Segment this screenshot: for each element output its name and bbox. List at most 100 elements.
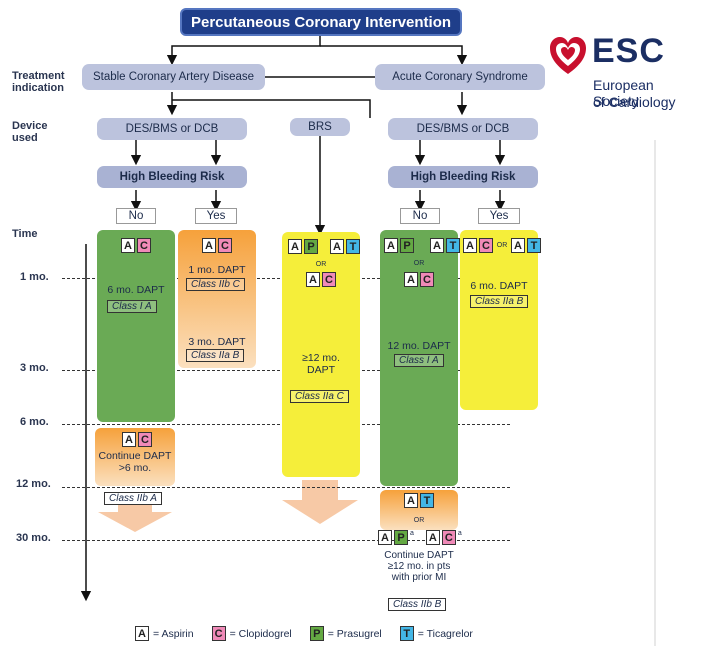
treatment-label-line1: Treatment	[12, 70, 65, 82]
treatment-indication-label: Treatment indication	[12, 70, 65, 94]
prasugrel-marker: P	[394, 530, 408, 545]
brs-duration-1: ≥12 mo.	[302, 352, 340, 364]
acs-no-duration: 12 mo. DAPT	[387, 340, 451, 352]
brs-box: A P A T OR A C ≥12 mo. DAPT Class IIa C	[282, 232, 360, 477]
answer-no-left: No	[116, 208, 156, 224]
legend-aspirin: A = Aspirin	[135, 626, 194, 641]
acs-continue-line2: ≥12 mo. in pts	[387, 561, 451, 572]
scad-continue-line2: >6 mo.	[118, 462, 152, 474]
legend-clopidogrel-swatch: C	[211, 626, 226, 641]
scad-continue-box: A C Continue DAPT >6 mo.	[95, 428, 175, 486]
acs-yes-duration: 6 mo. DAPT	[470, 280, 528, 292]
device-left-box: DES/BMS or DCB	[97, 118, 247, 140]
answer-yes-left: Yes	[195, 208, 237, 224]
time-line-12mo	[62, 487, 510, 488]
aspirin-marker: A	[202, 238, 216, 253]
aspirin-marker: A	[430, 238, 444, 253]
treatment-label-line2: indication	[12, 82, 64, 94]
aspirin-marker: A	[511, 238, 525, 253]
aspirin-marker: A	[306, 272, 320, 287]
legend-prasugrel: P = Prasugrel	[309, 626, 382, 641]
acs-continue-line1: Continue DAPT	[384, 550, 454, 561]
scad-yes-class-1: Class IIb C	[186, 278, 245, 291]
legend-ticagrelor-swatch: T	[399, 626, 414, 641]
esc-logo-short: ESC	[592, 32, 665, 70]
scad-no-duration: 6 mo. DAPT	[107, 284, 165, 296]
time-3mo: 3 mo.	[20, 362, 49, 374]
scad-no-box: A C 6 mo. DAPT Class I A	[97, 230, 175, 422]
legend-prasugrel-label: = Prasugrel	[327, 627, 382, 640]
esc-logo-line2: of Cardiology	[593, 94, 676, 110]
time-30mo: 30 mo.	[16, 532, 51, 544]
legend-aspirin-label: = Aspirin	[153, 627, 194, 640]
acs-no-box: A P A T OR A C 12 mo. DAPT Class I A	[380, 230, 460, 486]
clopidogrel-marker: C	[441, 530, 456, 545]
title-box: Percutaneous Coronary Intervention	[180, 8, 462, 36]
acs-yes-or: OR	[496, 241, 508, 249]
time-label: Time	[12, 228, 38, 240]
acs-yes-box: A C OR A T 6 mo. DAPT Class IIa B	[460, 230, 541, 410]
brs-class: Class IIa C	[290, 390, 349, 403]
acs-continue-or: OR	[413, 517, 425, 524]
clopidogrel-marker: C	[479, 238, 493, 253]
aspirin-marker: A	[384, 238, 398, 253]
aspirin-marker: A	[378, 530, 392, 545]
acs-continue-line3: with prior MI	[391, 572, 447, 583]
heart-icon	[550, 37, 586, 74]
aspirin-marker: A	[463, 238, 477, 253]
bleeding-risk-right: High Bleeding Risk	[388, 166, 538, 188]
brs-drugs-row2: A C	[306, 272, 336, 287]
scad-no-class: Class I A	[107, 300, 157, 313]
footnote-a: a	[457, 530, 462, 537]
footnote-a: a	[410, 530, 414, 537]
acs-no-drugs-row1: A P A T	[384, 238, 460, 253]
brs-or: OR	[315, 261, 327, 268]
clopidogrel-marker: C	[138, 432, 152, 447]
scad-yes-drugs: A C	[202, 238, 232, 253]
answer-no-right: No	[400, 208, 440, 224]
device-label-line1: Device	[12, 120, 48, 132]
legend-clopidogrel: C = Clopidogrel	[211, 626, 292, 641]
scad-continue-class: Class IIb A	[104, 492, 162, 505]
legend-prasugrel-swatch: P	[309, 626, 324, 641]
ticagrelor-marker: T	[420, 493, 434, 508]
device-right-box: DES/BMS or DCB	[388, 118, 538, 140]
device-brs-box: BRS	[290, 118, 350, 136]
prasugrel-marker: P	[304, 239, 318, 254]
aspirin-marker: A	[288, 239, 302, 254]
acs-yes-class: Class IIa B	[470, 295, 529, 308]
answer-yes-right: Yes	[478, 208, 520, 224]
clopidogrel-marker: C	[218, 238, 232, 253]
esc-logo: ESC European Society of Cardiology	[548, 28, 698, 118]
stable-cad-box: Stable Coronary Artery Disease	[82, 64, 265, 90]
scad-yes-duration-2: 3 mo. DAPT	[188, 336, 246, 348]
legend-ticagrelor-label: = Ticagrelor	[417, 627, 473, 640]
prasugrel-marker: P	[400, 238, 414, 253]
time-line-30mo	[62, 540, 510, 541]
legend-clopidogrel-label: = Clopidogrel	[229, 627, 292, 640]
legend-ticagrelor: T = Ticagrelor	[399, 626, 473, 641]
scad-no-drugs: A C	[121, 238, 151, 253]
acs-continue-box: A T OR	[380, 490, 458, 530]
acs-no-class: Class I A	[394, 354, 444, 367]
legend-aspirin-swatch: A	[135, 626, 149, 641]
aspirin-marker: A	[121, 238, 135, 253]
brs-duration-2: DAPT	[306, 364, 335, 376]
clopidogrel-marker: C	[420, 272, 434, 287]
ticagrelor-marker: T	[527, 238, 541, 253]
bleeding-risk-left: High Bleeding Risk	[97, 166, 247, 188]
time-1mo: 1 mo.	[20, 271, 49, 283]
aspirin-marker: A	[425, 530, 440, 545]
time-6mo: 6 mo.	[20, 416, 49, 428]
brs-drugs-row1: A P A T	[288, 239, 360, 254]
acs-continue-class: Class IIb B	[388, 598, 447, 611]
legend: A = Aspirin C = Clopidogrel P = Prasugre…	[135, 626, 473, 641]
ticagrelor-marker: T	[446, 238, 460, 253]
clopidogrel-marker: C	[322, 272, 336, 287]
scad-yes-duration-1: 1 mo. DAPT	[188, 264, 246, 276]
device-used-label: Device used	[12, 120, 47, 144]
aspirin-marker: A	[404, 272, 418, 287]
scad-yes-box: A C 1 mo. DAPT Class IIb C 3 mo. DAPT Cl…	[178, 230, 256, 368]
aspirin-marker: A	[122, 432, 136, 447]
